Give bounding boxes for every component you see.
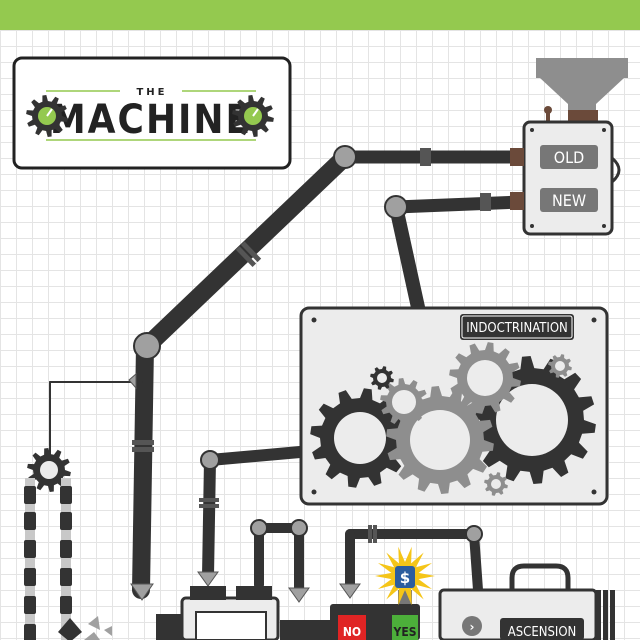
gear-tiny-b-icon bbox=[548, 354, 572, 378]
title-box: THE MACHINE bbox=[12, 56, 292, 170]
gear-top-right-icon bbox=[449, 342, 521, 414]
gear-cluster bbox=[310, 342, 596, 496]
pipe-down-mid bbox=[202, 454, 216, 582]
label-indoctrination: INDOCTRINATION bbox=[466, 321, 568, 336]
indoctrination-panel: INDOCTRINATION bbox=[299, 306, 609, 506]
ascension-arrow-icon: › bbox=[470, 620, 475, 634]
ascension-box: › ASCENSION bbox=[438, 563, 615, 640]
title-main: MACHINE bbox=[50, 97, 252, 143]
pipe-collars bbox=[132, 148, 491, 543]
pipe-from-indoctrination bbox=[204, 446, 306, 466]
button-no: NO bbox=[343, 625, 361, 639]
conveyor-belt bbox=[24, 448, 112, 640]
title-gear-left-icon bbox=[26, 95, 68, 137]
gear-small-a-icon bbox=[380, 378, 428, 426]
gear-tiny-c-icon bbox=[484, 472, 508, 496]
pipe-joints bbox=[133, 145, 483, 543]
dollar-sign: $ bbox=[400, 569, 410, 587]
title-small: THE bbox=[136, 87, 167, 98]
dollar-spark: $ bbox=[375, 546, 435, 606]
pipe-vertical-left bbox=[132, 337, 154, 599]
top-accent-bar bbox=[0, 0, 640, 30]
pipe-diagonal bbox=[138, 148, 354, 355]
belt-gear-icon bbox=[27, 448, 71, 492]
belt-gear-shape bbox=[27, 448, 71, 492]
old-new-sorter: OLD NEW bbox=[510, 58, 628, 236]
label-old: OLD bbox=[554, 148, 584, 167]
button-yes: YES bbox=[393, 625, 417, 639]
pipe-down-ascension bbox=[469, 529, 483, 595]
label-new: NEW bbox=[552, 191, 586, 210]
bottom-machinery: NO YES bbox=[156, 586, 420, 640]
pipe-new bbox=[389, 195, 527, 214]
label-ascension: ASCENSION bbox=[508, 625, 577, 640]
gear-tiny-a-icon bbox=[370, 366, 394, 390]
title-gear-right-icon bbox=[232, 95, 274, 137]
